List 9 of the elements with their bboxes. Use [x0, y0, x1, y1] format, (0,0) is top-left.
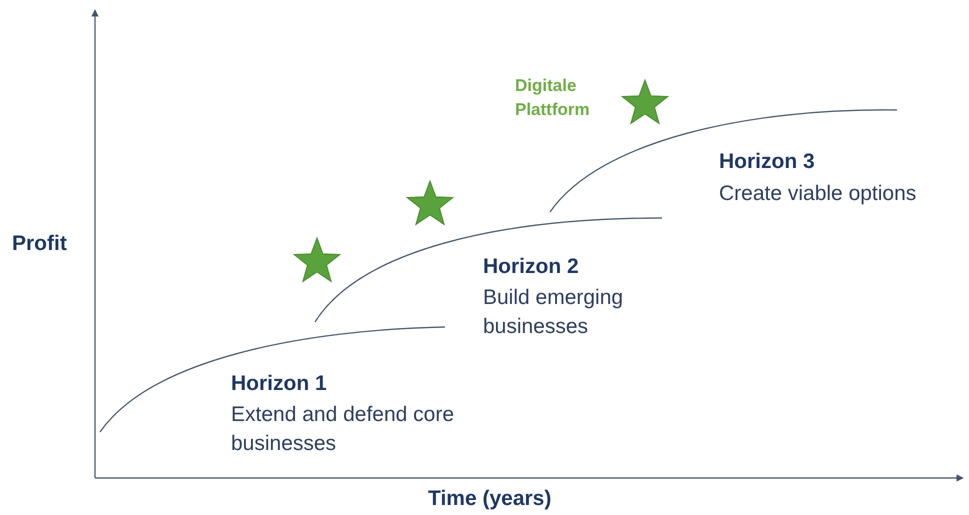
horizon-heading: Horizon 1 — [231, 371, 327, 397]
horizon-description: Extend and defend core businesses — [231, 402, 456, 458]
axis-title: Profit — [12, 231, 67, 257]
horizon-description: Create viable options — [719, 181, 916, 207]
venture-label: Digitale Plattform — [515, 75, 591, 121]
horizon-description: Build emerging businesses — [483, 285, 624, 340]
horizon-heading: Horizon 2 — [483, 254, 579, 280]
horizon-heading: Horizon 3 — [719, 149, 815, 175]
axis-title: Time (years) — [428, 486, 552, 512]
